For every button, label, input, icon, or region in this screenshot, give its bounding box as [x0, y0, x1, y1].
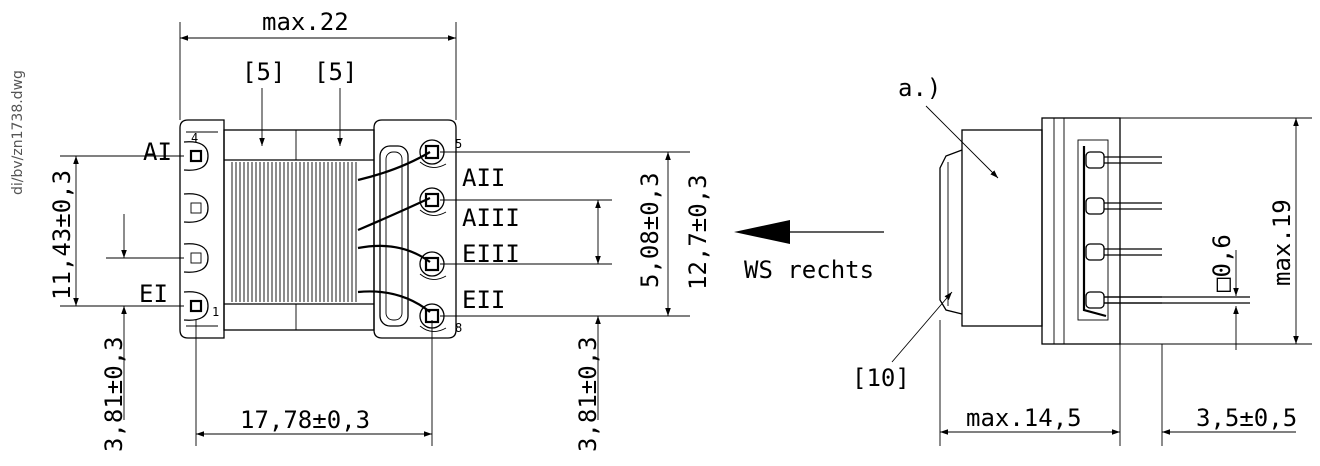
side-pin-head	[1085, 291, 1105, 309]
file-name: di/bv/zn1738.dwg	[10, 70, 26, 195]
winding-label-aii: AII	[462, 164, 505, 192]
dimension-right-offset-label: 3,81±0,3	[574, 336, 602, 452]
winding-label-ai: AI	[143, 138, 172, 166]
note-a-leader	[925, 105, 999, 179]
left-pin	[190, 252, 202, 264]
winding-hatch	[231, 162, 357, 302]
winding-label-eii: EII	[462, 286, 505, 314]
pin-number-4: 4	[191, 131, 198, 145]
view-direction-label: WS rechts	[744, 256, 874, 284]
winding-label-eiii: EIII	[462, 240, 520, 268]
right-pin-hook	[419, 209, 447, 216]
side-view: a.) [10] max.19 □0,6 max.14,5 3,5±0,5	[852, 74, 1312, 446]
side-ledge	[939, 149, 963, 315]
lead-wire	[357, 151, 431, 182]
dimension-inner-height-label: 5,08±0,3	[636, 172, 664, 288]
dimension-right-height-label: 12,7±0,3	[684, 174, 712, 290]
right-pins	[419, 139, 447, 332]
front-view: 4 1 5 8 AI EI AII AIII EIII EII max.22 […	[48, 8, 712, 452]
side-pin-head	[1085, 151, 1105, 169]
winding-label-ei: EI	[139, 280, 168, 308]
side-pin-head	[1085, 243, 1105, 261]
side-flange	[1041, 117, 1121, 345]
left-pin-cup	[183, 291, 209, 321]
pin-number-1: 1	[212, 305, 219, 319]
right-slot-inner	[385, 151, 403, 321]
left-pin	[189, 299, 203, 313]
left-pin-cup	[183, 141, 209, 171]
right-slot	[379, 145, 409, 327]
core-body	[223, 129, 375, 331]
right-flange	[373, 119, 457, 339]
dimension-left-offset-label: 3,81±0,3	[100, 336, 128, 452]
side-pins	[1082, 146, 1250, 318]
core-ref-label: [5]	[314, 58, 357, 86]
side-wire	[1082, 146, 1107, 318]
left-pin-cup	[183, 243, 209, 273]
right-pin-hook	[419, 273, 447, 280]
pin-number-8: 8	[455, 321, 462, 335]
lead-wire	[357, 290, 431, 313]
right-pin-hook	[419, 325, 447, 332]
left-pin	[189, 149, 203, 163]
side-core	[961, 129, 1043, 327]
right-pin-hook	[419, 161, 447, 168]
dimension-pin-length-label: 3,5±0,5	[1196, 404, 1297, 432]
side-pin-head	[1085, 197, 1105, 215]
left-pin-cup	[183, 193, 209, 223]
right-pin	[424, 256, 440, 272]
right-pin	[424, 144, 440, 160]
view-direction: WS rechts	[734, 220, 884, 284]
ref-10-leader	[891, 291, 953, 363]
dimension-height-label: max.19	[1268, 199, 1296, 286]
side-pin-carrier	[1077, 139, 1109, 321]
pin-number-5: 5	[455, 137, 462, 151]
left-flange	[179, 119, 225, 339]
dimension-depth-label: max.14,5	[966, 404, 1082, 432]
core-ref-label: [5]	[242, 58, 285, 86]
pin-square-label: □0,6	[1208, 234, 1236, 292]
note-a-label: a.)	[898, 74, 941, 102]
ref-10-label: [10]	[852, 364, 910, 392]
left-pins	[183, 141, 209, 321]
left-flange-inner	[186, 131, 218, 327]
dimension-pin-spacing-label: 17,78±0,3	[240, 406, 370, 434]
dimension-width-label: max.22	[262, 8, 349, 36]
dimension-left-height-label: 11,43±0,3	[48, 170, 76, 300]
view-direction-arrow	[734, 220, 790, 244]
lead-wire	[357, 244, 431, 263]
lead-wire	[357, 197, 431, 232]
left-pin	[190, 202, 202, 214]
winding-label-aiii: AIII	[462, 204, 520, 232]
